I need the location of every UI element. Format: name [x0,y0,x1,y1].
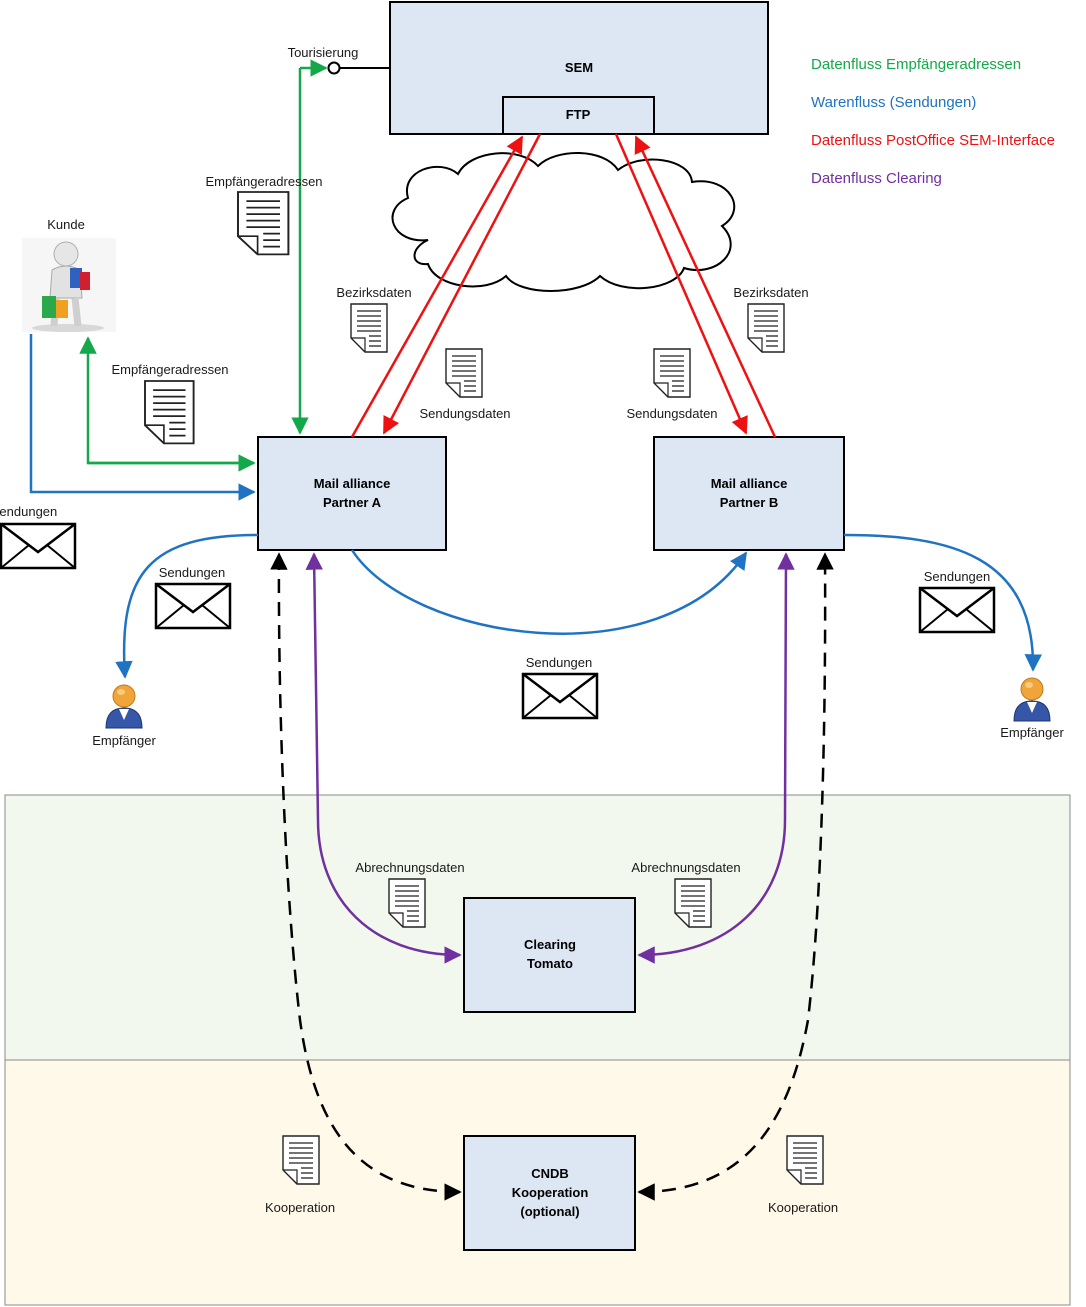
sendungsdaten-a-label: Sendungsdaten [419,406,510,421]
sem-box [389,1,769,135]
cndb-line1: CNDB [531,1166,569,1181]
kooperation-a-label: Kooperation [265,1200,335,1215]
red-arrow-ftp-to-partner-b [614,133,748,435]
tourisierung-label: Tourisierung [288,45,359,60]
legend-item-empfaengeradressen: Datenfluss Empfängeradressen [811,56,1021,73]
document-icon [747,303,785,353]
bezirksdaten-a-label: Bezirksdaten [336,285,411,300]
bezirksdaten-b-label: Bezirksdaten [733,285,808,300]
dashed-arrow-partner-b-cndb [637,552,834,1201]
red-arrow-partner-a-to-ftp [350,135,524,438]
sendungen-a-label: Sendungen [159,565,226,580]
cndb-line3: (optional) [520,1204,579,1219]
empfaengeradressen-top-label: Empfängeradressen [205,174,322,189]
partner-b-line2: Partner B [720,495,779,510]
envelope-icon [918,586,996,634]
empfaenger-b-label: Empfänger [1000,725,1064,740]
blue-arrow-partner-b-to-empfaenger [843,533,1043,672]
red-arrow-partner-b-to-ftp [634,135,777,438]
tourisierung-endpoint [327,61,341,75]
blue-arrow-kunde-to-partner-a [29,334,256,501]
document-icon [144,380,195,445]
cndb-line2: Kooperation [512,1185,589,1200]
partner-a-box [257,436,447,551]
ftp-box [502,96,655,135]
partner-a-line2: Partner A [323,495,382,510]
sem-title: SEM [565,60,593,75]
partner-a-line1: Mail alliance [314,476,391,491]
abrechnungsdaten-a-label: Abrechnungsdaten [355,860,464,875]
envelope-icon [154,582,232,630]
partner-b-box [653,436,845,551]
red-arrow-ftp-to-partner-a [382,133,542,435]
sendungen-b-label: Sendungen [924,569,991,584]
abrechnungsdaten-b-label: Abrechnungsdaten [631,860,740,875]
document-icon [350,303,388,353]
clearing-box [463,897,636,1013]
partner-b-line1: Mail alliance [711,476,788,491]
sendungen-mid-label: Sendungen [526,655,593,670]
person-icon [1013,677,1051,722]
legend-item-postoffice: Datenfluss PostOffice SEM-Interface [811,132,1055,149]
blue-arrow-partner-a-to-partner-b [350,549,748,635]
person-icon [105,684,143,729]
empfaengeradressen-left-label: Empfängeradressen [111,362,228,377]
blue-arrow-partner-a-to-empfaenger [115,533,259,679]
kunde-label: Kunde [47,217,85,232]
envelope-icon [521,672,599,720]
cloud-icon [391,152,736,292]
legend-item-warenfluss: Warenfluss (Sendungen) [811,94,976,111]
customer-shopping-icon [22,238,116,332]
document-icon [653,348,691,398]
legend-item-clearing: Datenfluss Clearing [811,170,942,187]
dashed-arrow-partner-a-cndb [270,552,462,1201]
empfaenger-a-label: Empfänger [92,733,156,748]
sendungsdaten-b-label: Sendungsdaten [626,406,717,421]
sendungen-left-label: Sendungen [0,504,57,519]
cndb-box [463,1135,636,1251]
kooperation-b-label: Kooperation [768,1200,838,1215]
ftp-title: FTP [566,107,591,122]
clearing-line1: Clearing [524,937,576,952]
document-icon [445,348,483,398]
clearing-line2: Tomato [527,956,573,971]
document-icon [237,191,290,256]
envelope-icon [0,522,77,570]
